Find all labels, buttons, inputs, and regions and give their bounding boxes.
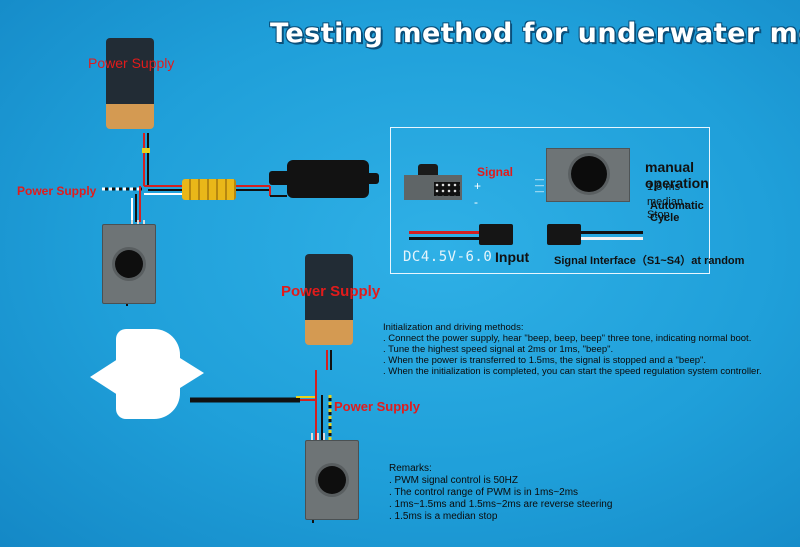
panel-input-label: Input <box>495 249 530 265</box>
panel-signal-label: Signal <box>477 165 514 179</box>
remarks-line: . PWM signal control is 50HZ <box>389 475 518 486</box>
panel-signal-interface: Signal Interface（S1~S4）at random <box>554 255 745 267</box>
panel-automatic-cycle: Automatic Cycle <box>650 200 704 224</box>
panel-signal-wire-white <box>581 237 643 240</box>
panel-plus: + <box>474 179 482 193</box>
battery-top <box>106 38 154 129</box>
wire-yellow-marker <box>142 148 150 153</box>
panel-esc <box>404 164 462 200</box>
remarks: Remarks: . PWM signal control is 50HZ . … <box>389 463 612 523</box>
panel-input-connector <box>479 224 513 245</box>
page-title: Testing method for underwater motor <box>270 18 800 49</box>
panel-dc-range: DC4.5V-6.0 <box>403 249 493 265</box>
remarks-line: . 1.5ms is a median stop <box>389 511 498 522</box>
init-line: . Tune the highest speed signal at 2ms o… <box>383 344 614 355</box>
power-supply-label-mid: Power Supply <box>281 283 381 300</box>
panel-signal-wire-black <box>581 231 643 234</box>
panel-input-wire-black <box>409 237 481 240</box>
init-heading: Initialization and driving methods: <box>383 322 524 333</box>
init-line: . When the power is transferred to 1.5ms… <box>383 355 707 366</box>
panel-manual-operation: manual operation <box>645 159 709 191</box>
panel-median-stop: 1.5 ms median， Stop <box>647 181 695 221</box>
init-notes: Initialization and driving methods: . Co… <box>383 322 762 377</box>
power-supply-label-top: Power Supply <box>88 55 175 71</box>
panel-motor-pins: ——— <box>535 174 544 196</box>
remarks-line: . 1ms~1.5ms and 1.5ms~2ms are reverse st… <box>389 499 613 510</box>
remarks-heading: Remarks: <box>389 463 432 474</box>
thruster <box>90 325 210 423</box>
panel-input-wire-red <box>409 231 481 234</box>
esc-board <box>182 179 236 200</box>
interface-panel: Signal + - ——— manual operation 1.5 ms m… <box>390 127 744 274</box>
motor-lower <box>305 440 359 520</box>
servo-motor <box>269 160 379 198</box>
power-supply-label-left: Power Supply <box>17 184 97 198</box>
motor-upper <box>102 224 156 304</box>
remarks-line: . The control range of PWM is in 1ms~2ms <box>389 487 579 498</box>
power-supply-label-bottom: Power Supply <box>334 399 420 414</box>
panel-signal-connector <box>547 224 581 245</box>
battery-mid <box>305 254 353 345</box>
panel-minus: - <box>474 195 478 209</box>
init-line: . When the initialization is completed, … <box>383 366 762 377</box>
init-line: . Connect the power supply, hear "beep, … <box>383 333 752 344</box>
panel-motor <box>546 148 630 202</box>
